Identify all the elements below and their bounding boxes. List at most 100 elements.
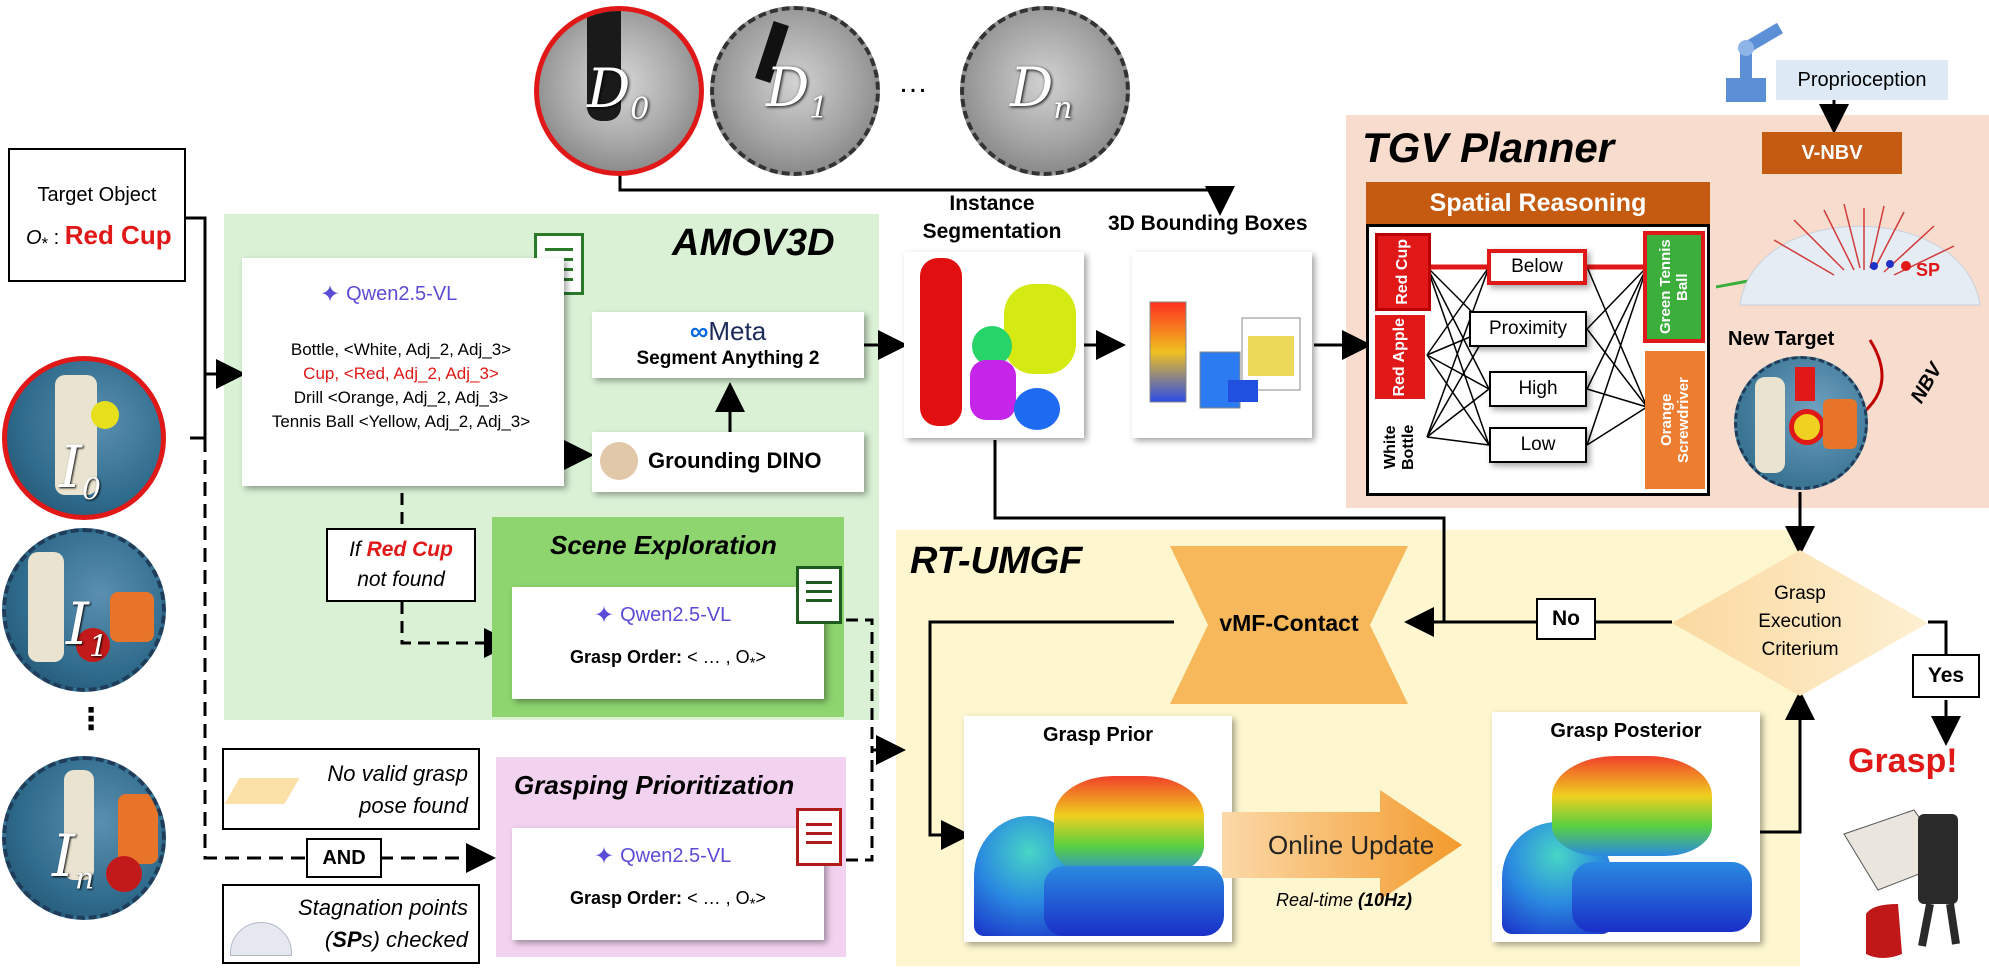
in-label: In bbox=[52, 822, 95, 897]
bottle-shape bbox=[55, 375, 97, 495]
scene-qwen-box: ✦Qwen2.5-VL Grasp Order: < … , O*> bbox=[512, 587, 824, 699]
d0-label: D0 bbox=[587, 57, 650, 127]
drill-segment bbox=[1004, 284, 1076, 374]
down-arrow-icon bbox=[1795, 367, 1815, 401]
target-object-box: Target Object O* : Red Cup bbox=[8, 148, 186, 282]
grasp-prior-image: Grasp Prior bbox=[964, 716, 1232, 942]
object-item-target: Cup, <Red, Adj_2, Adj_3> bbox=[303, 364, 499, 383]
tennis-ball-shape bbox=[91, 401, 119, 429]
qwen-icon: ✦ bbox=[320, 281, 341, 308]
prio-qwen-box: ✦Qwen2.5-VL Grasp Order: < … , O*> bbox=[512, 828, 824, 940]
instance-segmentation-image bbox=[904, 252, 1084, 438]
input-dots: ⋮ bbox=[76, 703, 106, 736]
drill-shape bbox=[118, 794, 158, 864]
i0-label: I0 bbox=[59, 433, 102, 508]
ball-segment bbox=[972, 326, 1012, 366]
qwen-logo: ✦Qwen2.5-VL bbox=[594, 602, 732, 629]
dino-label: Grounding DINO bbox=[648, 448, 822, 473]
bounding-boxes-title: 3D Bounding Boxes bbox=[1108, 212, 1308, 235]
and-box: AND bbox=[306, 838, 382, 878]
grasp-execution-criterium: Grasp Execution Criterium bbox=[1672, 550, 1928, 696]
cup-segment bbox=[920, 258, 962, 426]
grounding-dino-box: Grounding DINO bbox=[592, 432, 864, 492]
prio-grasp-order: Grasp Order: < … , O*> bbox=[570, 888, 766, 913]
nbv-dome-image: SP bbox=[1734, 180, 1984, 310]
no-label: No bbox=[1536, 598, 1596, 640]
proprioception-label: Proprioception bbox=[1776, 60, 1948, 100]
target-object-line: O* : Red Cup bbox=[26, 220, 172, 254]
no-valid-grasp-box: No valid grasp pose found bbox=[222, 748, 480, 830]
no-valid-grasp-text: No valid grasp pose found bbox=[327, 761, 468, 818]
input-image-i0: I0 bbox=[2, 356, 166, 520]
target-value: Red Cup bbox=[64, 220, 172, 250]
depth-image-dn: Dn bbox=[960, 6, 1130, 176]
depth-dots: … bbox=[898, 66, 928, 99]
realtime-label: Real-time (10Hz) bbox=[1276, 890, 1413, 910]
spatial-reasoning-graph: Red Cup Red Apple White Bottle Below Pro… bbox=[1366, 224, 1710, 496]
sam-label: Segment Anything 2 bbox=[636, 348, 820, 369]
stagnation-box: Stagnation points (SPs) checked bbox=[222, 884, 480, 964]
apple-shape bbox=[76, 628, 110, 662]
point-cloud-blob bbox=[1054, 776, 1204, 876]
target-object-label: Target Object bbox=[37, 184, 157, 206]
qwen-icon: ✦ bbox=[594, 602, 615, 629]
node-red-apple: Red Apple bbox=[1375, 315, 1425, 399]
spatial-reasoning-header: Spatial Reasoning bbox=[1366, 182, 1710, 224]
node-red-cup: Red Cup bbox=[1375, 233, 1431, 311]
vmf-contact-block: vMF-Contact bbox=[1170, 546, 1408, 704]
sp-label: SP bbox=[1916, 260, 1941, 280]
target-symbol: O bbox=[26, 227, 42, 249]
node-green-tennis-ball: Green Tennis Ball bbox=[1643, 231, 1705, 343]
if-not-found-line2: not found bbox=[357, 568, 445, 591]
relation-below: Below bbox=[1487, 249, 1587, 285]
stagnation-text: Stagnation points (SPs) checked bbox=[297, 895, 468, 952]
object-list: Bottle, <White, Adj_2, Adj_3> Cup, <Red,… bbox=[242, 338, 560, 434]
meta-icon: ∞ bbox=[689, 316, 709, 346]
input-image-i1: I1 bbox=[2, 528, 166, 692]
document-icon bbox=[796, 566, 842, 624]
bottle-segment bbox=[1014, 388, 1060, 430]
point-cloud-blob bbox=[1572, 862, 1752, 932]
point-cloud-blob bbox=[1552, 756, 1712, 856]
meta-logo: ∞Meta bbox=[689, 316, 767, 346]
depth-shadow bbox=[587, 11, 621, 121]
scene-grasp-order: Grasp Order: < … , O*> bbox=[570, 647, 766, 672]
document-icon bbox=[796, 808, 842, 866]
target-subscript: * bbox=[41, 234, 49, 253]
object-item: Bottle, <White, Adj_2, Adj_3> bbox=[290, 340, 512, 359]
robot-gripper-image bbox=[1832, 786, 1982, 966]
depth-image-d0: D0 bbox=[534, 6, 704, 176]
vmf-contact-label: vMF-Contact bbox=[1219, 610, 1359, 636]
grasp-label: Grasp! bbox=[1848, 742, 1958, 780]
input-image-in: In bbox=[2, 756, 166, 920]
grasping-prioritization-title: Grasping Prioritization bbox=[514, 770, 795, 800]
relation-high: High bbox=[1489, 371, 1587, 407]
grasp-prior-title: Grasp Prior bbox=[1042, 724, 1154, 746]
online-update-label: Online Update bbox=[1268, 830, 1435, 860]
grasp-pose-icon bbox=[224, 778, 300, 804]
node-white-bottle: White Bottle bbox=[1375, 407, 1425, 487]
i1-label: I1 bbox=[66, 590, 109, 665]
v-nbv-header: V-NBV bbox=[1762, 132, 1902, 174]
yes-label: Yes bbox=[1912, 654, 1980, 698]
depth-image-d1: D1 bbox=[710, 6, 880, 176]
bounding-boxes-image bbox=[1132, 252, 1312, 438]
new-target-image bbox=[1734, 356, 1868, 490]
object-item: Tennis Ball <Yellow, Adj_2, Adj_3> bbox=[271, 412, 531, 431]
bottle-shape bbox=[1755, 377, 1785, 473]
drill-shape bbox=[1823, 399, 1857, 449]
dn-label: Dn bbox=[1010, 56, 1073, 126]
qwen-logo: ✦Qwen2.5-VL bbox=[594, 843, 732, 870]
tgv-planner-title: TGV Planner bbox=[1362, 124, 1615, 171]
bottle-shape bbox=[28, 552, 64, 662]
node-orange-screwdriver: Orange Screwdriver bbox=[1645, 351, 1705, 489]
point-cloud-blob bbox=[1044, 866, 1224, 936]
criterium-label: Grasp Execution Criterium bbox=[1758, 583, 1842, 660]
new-target-label: New Target bbox=[1728, 328, 1835, 350]
drill-shape bbox=[110, 592, 154, 642]
qwen-logo: ✦Qwen2.5-VL bbox=[320, 281, 458, 308]
amov3d-title: AMOV3D bbox=[672, 222, 835, 264]
bottle-shape bbox=[64, 770, 94, 880]
apple-shape bbox=[106, 856, 142, 892]
robot-arm-icon bbox=[1720, 18, 1784, 104]
